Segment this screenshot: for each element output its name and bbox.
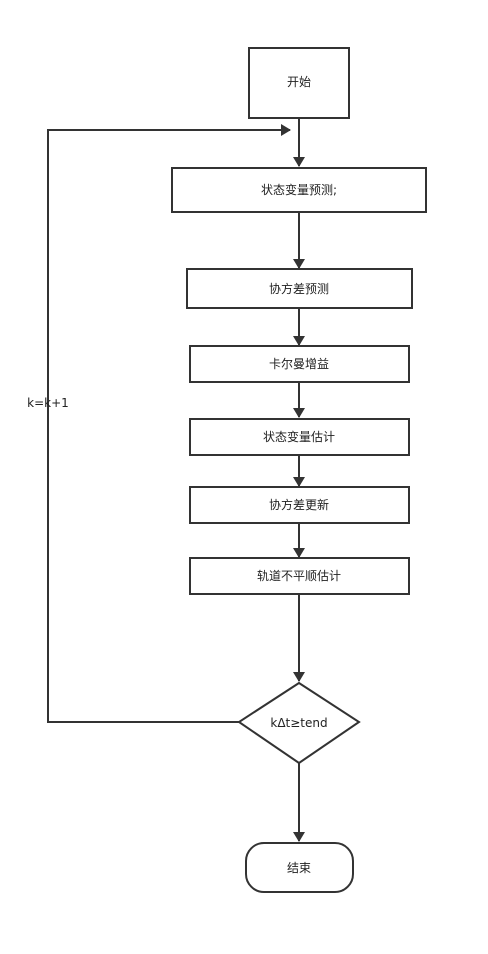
node-start-box xyxy=(248,47,350,119)
node-decision: kΔt≥tend xyxy=(237,681,361,765)
node-end-label: 结束 xyxy=(287,861,311,875)
node-cov-update-label: 协方差更新 xyxy=(269,497,329,512)
edges xyxy=(47,118,305,842)
node-end-box xyxy=(245,842,354,893)
node-state-predict-box xyxy=(171,167,427,213)
node-irregularity-estimate-label: 轨道不平顺估计 xyxy=(257,569,341,583)
node-state-estimate-label: 状态变量估计 xyxy=(263,429,335,444)
node-start: 开始 xyxy=(248,47,350,119)
node-cov-update-box xyxy=(189,486,410,524)
node-irregularity-estimate: 轨道不平顺估计 xyxy=(189,557,410,595)
node-cov-predict: 协方差预测 xyxy=(186,268,413,309)
node-kalman-gain-box xyxy=(189,345,410,383)
node-end: 结束 xyxy=(245,842,354,893)
node-start-label: 开始 xyxy=(287,75,311,89)
node-kalman-gain: 卡尔曼增益 xyxy=(189,345,410,383)
node-cov-update: 协方差更新 xyxy=(189,486,410,524)
node-kalman-gain-label: 卡尔曼增益 xyxy=(269,356,329,371)
node-cov-predict-box xyxy=(186,268,413,309)
node-irregularity-estimate-box xyxy=(189,557,410,595)
node-state-estimate: 状态变量估计 xyxy=(189,418,410,456)
node-state-estimate-box xyxy=(189,418,410,456)
node-state-predict: 状态变量预测; xyxy=(171,167,427,213)
loop-label: k=k+1 xyxy=(27,396,69,410)
node-state-predict-label: 状态变量预测; xyxy=(261,182,337,197)
node-decision-label: kΔt≥tend xyxy=(270,716,327,730)
node-decision-diamond xyxy=(237,681,361,765)
node-cov-predict-label: 协方差预测 xyxy=(269,281,329,296)
edge-loop-back xyxy=(47,124,291,723)
